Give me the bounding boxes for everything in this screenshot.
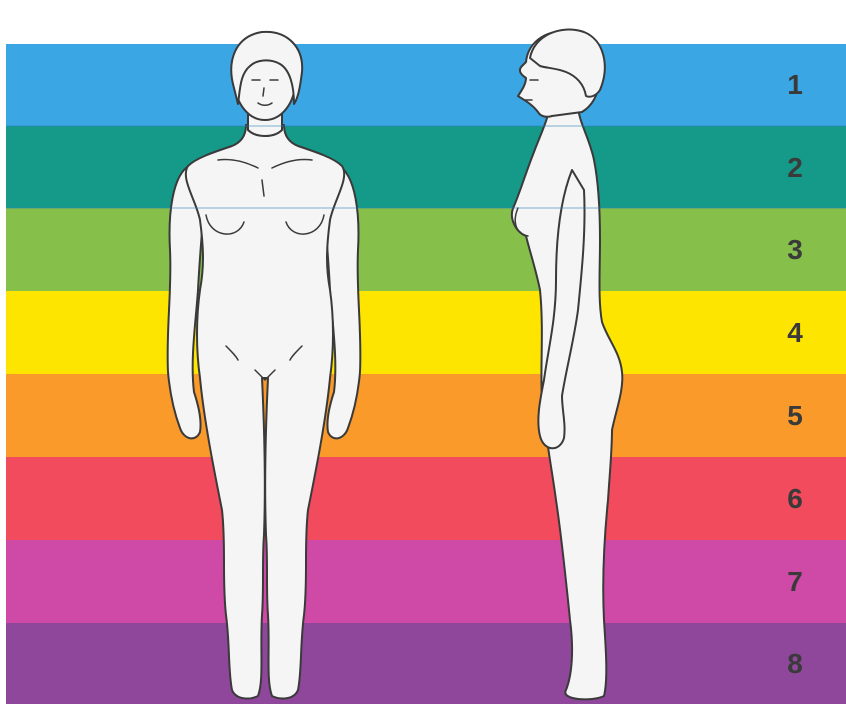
band-6 xyxy=(6,457,846,540)
band-7 xyxy=(6,540,846,623)
band-3 xyxy=(6,208,846,291)
band-label-5: 5 xyxy=(787,400,803,431)
band-2 xyxy=(6,126,846,208)
band-1 xyxy=(6,44,846,126)
band-label-2: 2 xyxy=(787,152,803,183)
band-label-8: 8 xyxy=(787,648,803,679)
band-5 xyxy=(6,374,846,457)
band-8 xyxy=(6,623,846,704)
band-4 xyxy=(6,291,846,374)
band-label-4: 4 xyxy=(787,317,803,348)
band-label-7: 7 xyxy=(787,566,803,597)
band-label-6: 6 xyxy=(787,483,803,514)
band-label-3: 3 xyxy=(787,234,803,265)
band-label-1: 1 xyxy=(787,69,803,100)
top-margin xyxy=(0,0,846,44)
band-stack xyxy=(6,44,846,704)
